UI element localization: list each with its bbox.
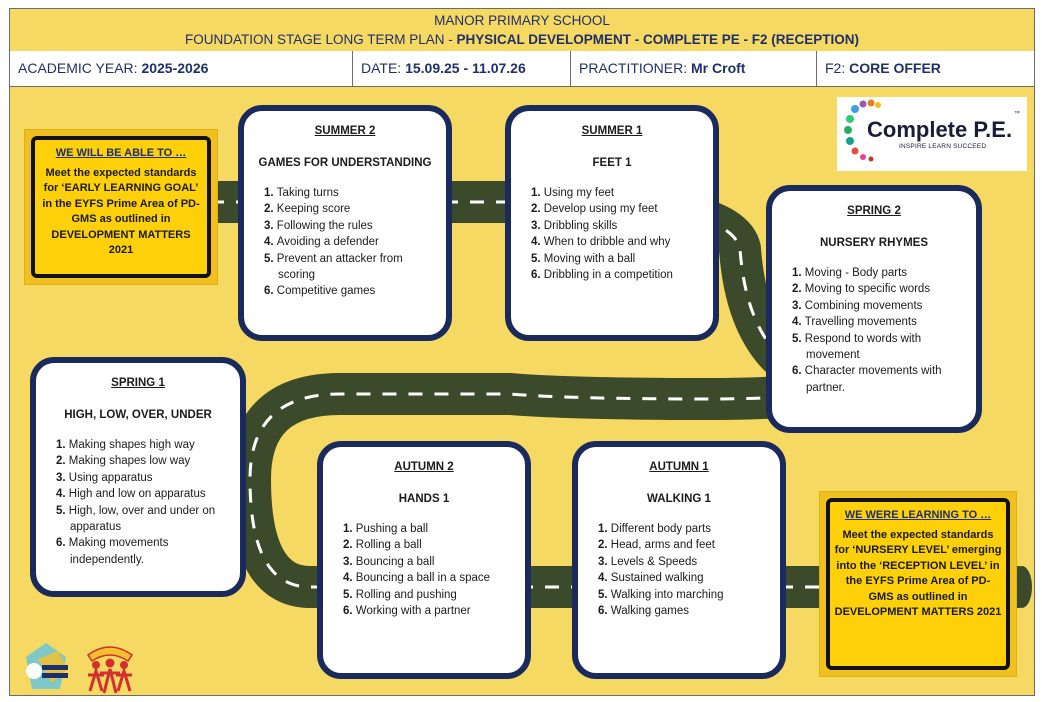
list-item: Bouncing a ball xyxy=(355,555,435,568)
logo-dots-icon xyxy=(844,99,881,162)
goal-sign: WE WILL BE ABLE TO … Meet the expected s… xyxy=(24,129,218,285)
offer-label: F2: xyxy=(825,60,850,76)
list-item: Sustained walking xyxy=(610,572,704,585)
card-term: SPRING 1 xyxy=(111,377,165,389)
academic-year-value: 2025-2026 xyxy=(141,60,209,76)
card-term: SUMMER 1 xyxy=(581,125,643,137)
logo-tm: ™ xyxy=(1014,111,1020,117)
card-term: AUTUMN 2 xyxy=(394,461,454,473)
academic-year-label: ACADEMIC YEAR: xyxy=(18,60,142,76)
start-sign-header: WE WERE LEARNING TO … xyxy=(844,509,992,521)
card-topic: HANDS 1 xyxy=(398,493,450,505)
card-summer1: SUMMER 1 FEET 1 Using my feet Develop us… xyxy=(505,105,719,341)
date-value: 15.09.25 - 11.07.26 xyxy=(405,60,526,76)
goal-sign-text: Meet the expected standards for ‘EARLY L… xyxy=(42,166,200,257)
list-item: Avoiding a defender xyxy=(276,236,379,249)
list-item: Moving - Body parts xyxy=(804,267,908,279)
card-list: Different body parts Head, arms and feet… xyxy=(578,521,780,619)
start-sign: WE WERE LEARNING TO … Meet the expected … xyxy=(819,491,1017,677)
list-item: Character movements with partner. xyxy=(804,365,942,394)
leading-learners-logo-icon xyxy=(26,643,68,689)
list-item: High and low on apparatus xyxy=(68,488,206,501)
practitioner-cell: PRACTITIONER: Mr Croft xyxy=(571,51,817,86)
practitioner-label: PRACTITIONER: xyxy=(579,60,692,76)
list-item: Working with a partner xyxy=(355,605,471,618)
plan-title: FOUNDATION STAGE LONG TERM PLAN - PHYSIC… xyxy=(10,32,1034,47)
card-topic: WALKING 1 xyxy=(647,493,711,505)
list-item: Travelling movements xyxy=(804,316,917,329)
list-item: Dribbling in a competition xyxy=(543,269,673,282)
date-label: DATE: xyxy=(361,60,406,76)
title-bar: MANOR PRIMARY SCHOOL FOUNDATION STAGE LO… xyxy=(10,9,1034,52)
list-item: Taking turns xyxy=(276,187,339,199)
list-item: Walking into marching xyxy=(610,588,724,601)
list-item: Different body parts xyxy=(610,523,711,535)
list-item: Develop using my feet xyxy=(543,203,658,216)
list-item: Combining movements xyxy=(804,299,923,312)
card-list: Taking turns Keeping score Following the… xyxy=(244,185,446,300)
list-item: Using apparatus xyxy=(68,471,153,484)
card-autumn1: AUTUMN 1 WALKING 1 Different body parts … xyxy=(572,441,786,679)
logo-tagline: INSPIRE LEARN SUCCEED xyxy=(899,143,987,150)
offer-value: CORE OFFER xyxy=(849,60,941,76)
school-name: MANOR PRIMARY SCHOOL xyxy=(434,13,610,28)
card-list: Pushing a ball Rolling a ball Bouncing a… xyxy=(323,521,525,619)
plan-frame: MANOR PRIMARY SCHOOL FOUNDATION STAGE LO… xyxy=(9,8,1035,696)
card-topic: NURSERY RHYMES xyxy=(820,237,928,249)
list-item: Rolling a ball xyxy=(355,539,422,552)
list-item: Moving with a ball xyxy=(543,252,636,265)
card-topic: HIGH, LOW, OVER, UNDER xyxy=(64,409,212,421)
academic-year-cell: ACADEMIC YEAR: 2025-2026 xyxy=(10,51,353,86)
complete-pe-logo: Complete P.E. ™ INSPIRE LEARN SUCCEED xyxy=(837,97,1027,171)
card-spring2: SPRING 2 NURSERY RHYMES Moving - Body pa… xyxy=(766,185,982,433)
goal-sign-header: WE WILL BE ABLE TO … xyxy=(55,147,187,159)
list-item: Head, arms and feet xyxy=(610,539,715,552)
logo-name: Complete P.E. xyxy=(867,117,1013,142)
info-bar: ACADEMIC YEAR: 2025-2026 DATE: 15.09.25 … xyxy=(10,51,1034,87)
card-autumn2: AUTUMN 2 HANDS 1 Pushing a ball Rolling … xyxy=(317,441,531,679)
list-item: Bouncing a ball in a space xyxy=(355,572,491,585)
list-item: When to dribble and why xyxy=(543,236,671,249)
plan-title-prefix: FOUNDATION STAGE LONG TERM PLAN - xyxy=(184,32,457,47)
list-item: Using my feet xyxy=(543,187,615,199)
list-item: Keeping score xyxy=(276,203,351,216)
card-term: AUTUMN 1 xyxy=(649,461,709,473)
list-item: Walking games xyxy=(610,605,689,618)
list-item: Making shapes high way xyxy=(68,439,195,451)
card-spring1: SPRING 1 HIGH, LOW, OVER, UNDER Making s… xyxy=(30,357,246,597)
list-item: Making movements independently. xyxy=(68,537,169,566)
card-list: Using my feet Develop using my feet Drib… xyxy=(511,185,713,283)
plan-title-subject: PHYSICAL DEVELOPMENT - COMPLETE PE - F2 … xyxy=(456,32,860,47)
list-item: Levels & Speeds xyxy=(610,555,698,568)
list-item: Pushing a ball xyxy=(355,523,429,535)
list-item: Making shapes low way xyxy=(68,455,191,468)
offer-cell: F2: CORE OFFER xyxy=(817,51,1034,86)
list-item: Moving to specific words xyxy=(804,283,931,296)
card-list: Making shapes high way Making shapes low… xyxy=(36,437,240,568)
list-item: High, low, over and under on apparatus xyxy=(68,504,216,534)
card-term: SUMMER 2 xyxy=(314,125,376,137)
card-topic: GAMES FOR UNDERSTANDING xyxy=(258,157,432,169)
date-cell: DATE: 15.09.25 - 11.07.26 xyxy=(353,51,571,86)
card-term: SPRING 2 xyxy=(847,205,901,217)
practitioner-value: Mr Croft xyxy=(691,60,746,76)
card-list: Moving - Body parts Moving to specific w… xyxy=(772,265,976,396)
list-item: Dribbling skills xyxy=(543,219,618,232)
list-item: Respond to words with movement xyxy=(804,332,922,362)
card-summer2: SUMMER 2 GAMES FOR UNDERSTANDING Taking … xyxy=(238,105,452,341)
list-item: Prevent an attacker from scoring xyxy=(276,252,403,282)
list-item: Following the rules xyxy=(276,219,373,232)
list-item: Rolling and pushing xyxy=(355,588,457,601)
children-logo-icon xyxy=(86,646,134,694)
card-topic: FEET 1 xyxy=(592,157,632,169)
start-sign-text: Meet the expected standards for ‘NURSERY… xyxy=(834,528,1002,619)
list-item: Competitive games xyxy=(276,285,376,298)
